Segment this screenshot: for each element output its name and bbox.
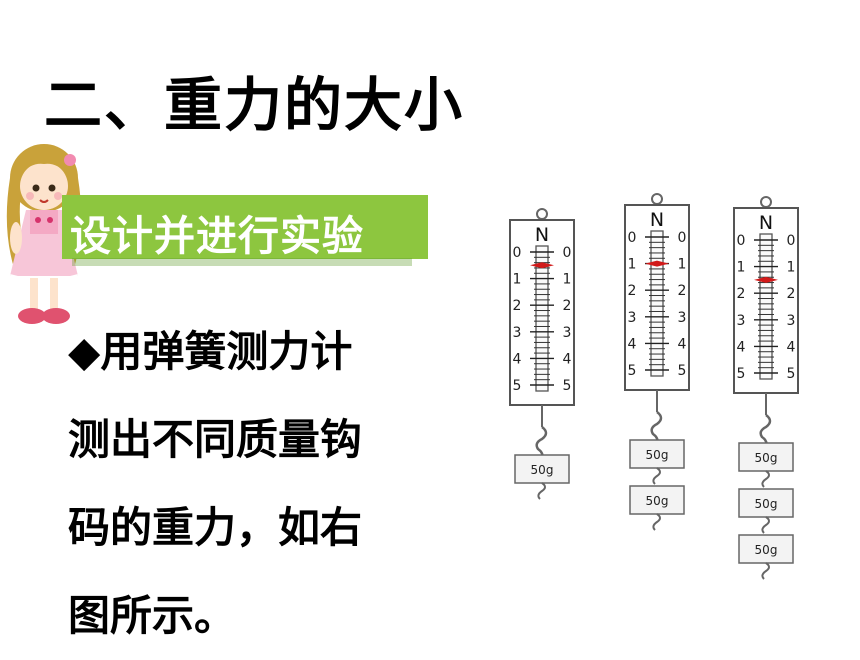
tick-label-left: 3 bbox=[513, 325, 522, 341]
spring-balance-1: N0 0 1 1 2 2 3 3 4 4 5 5 50g bbox=[509, 208, 575, 500]
tick-label-right: 3 bbox=[787, 313, 796, 329]
tick-label-left: 1 bbox=[513, 272, 522, 288]
weight-label: 50g bbox=[646, 494, 669, 508]
tick-label-left: 2 bbox=[737, 286, 746, 302]
weight-block bbox=[514, 454, 570, 484]
weight-hook-icon bbox=[761, 470, 770, 488]
weight-label: 50g bbox=[755, 543, 778, 557]
tick-label-right: 5 bbox=[563, 378, 572, 394]
tick-label-left: 0 bbox=[628, 230, 637, 246]
tick-label-left: 2 bbox=[628, 283, 637, 299]
spring-balance-3: N0 0 1 1 2 2 3 3 4 4 5 5 50g 50g 50g bbox=[733, 196, 799, 580]
weight-block bbox=[629, 439, 685, 469]
tick-label-left: 4 bbox=[737, 339, 746, 355]
tick-label-right: 2 bbox=[563, 298, 572, 314]
hanging-ring bbox=[651, 193, 663, 205]
tick-label-right: 3 bbox=[678, 310, 687, 326]
weight-label: 50g bbox=[755, 497, 778, 511]
tick-label-right: 5 bbox=[787, 366, 796, 382]
tick-label-left: 0 bbox=[737, 233, 746, 249]
tick-label-left: 3 bbox=[628, 310, 637, 326]
unit-label: N bbox=[759, 212, 773, 234]
text-line-1-content: 用弹簧测力计 bbox=[100, 327, 353, 376]
tick-label-right: 5 bbox=[678, 363, 687, 379]
tick-label-right: 4 bbox=[787, 339, 796, 355]
tick-label-right: 1 bbox=[678, 257, 687, 273]
tick-label-left: 4 bbox=[513, 351, 522, 367]
tick-label-left: 5 bbox=[513, 378, 522, 394]
tick-label-left: 3 bbox=[737, 313, 746, 329]
tick-label-right: 0 bbox=[678, 230, 687, 246]
scale-tube bbox=[759, 233, 773, 380]
weight-hook-icon bbox=[537, 482, 546, 500]
tick-label-left: 4 bbox=[628, 336, 637, 352]
tick-label-left: 1 bbox=[628, 257, 637, 273]
tick-label-right: 4 bbox=[678, 336, 687, 352]
tick-label-right: 2 bbox=[678, 283, 687, 299]
tick-label-right: 2 bbox=[787, 286, 796, 302]
weight-hook-icon bbox=[652, 467, 661, 485]
instruction-text: ◆用弹簧测力计 测出不同质量钩 码的重力，如右 图所示。 bbox=[68, 308, 418, 660]
text-line-3: 码的重力，如右 bbox=[68, 503, 363, 552]
spring-balance-2: N0 0 1 1 2 2 3 3 4 4 5 5 50g 50g bbox=[624, 193, 690, 531]
page-title: 二、重力的大小 bbox=[44, 71, 465, 139]
unit-label: N bbox=[535, 224, 549, 246]
hanging-ring bbox=[760, 196, 772, 208]
tick-label-right: 3 bbox=[563, 325, 572, 341]
scale-tube bbox=[535, 245, 549, 392]
hanging-ring bbox=[536, 208, 548, 220]
text-line-1: ◆用弹簧测力计 bbox=[68, 308, 418, 396]
hook-icon bbox=[650, 411, 663, 445]
section-banner: 设计并进行实验 bbox=[70, 212, 364, 260]
tick-label-left: 0 bbox=[513, 245, 522, 261]
cartoon-girl-icon bbox=[6, 144, 82, 324]
unit-label: N bbox=[650, 209, 664, 231]
weight-label: 50g bbox=[755, 451, 778, 465]
tick-label-right: 0 bbox=[787, 233, 796, 249]
weight-label: 50g bbox=[531, 463, 554, 477]
tick-label-left: 1 bbox=[737, 260, 746, 276]
banner-shadow bbox=[72, 258, 412, 266]
hook-icon bbox=[759, 414, 772, 448]
pointer bbox=[754, 276, 778, 283]
tick-label-left: 2 bbox=[513, 298, 522, 314]
tick-label-right: 0 bbox=[563, 245, 572, 261]
tick-label-right: 4 bbox=[563, 351, 572, 367]
tick-label-left: 5 bbox=[737, 366, 746, 382]
text-line-4: 图所示。 bbox=[68, 591, 237, 640]
tick-label-right: 1 bbox=[787, 260, 796, 276]
bullet-icon: ◆ bbox=[68, 327, 101, 376]
text-line-2: 测出不同质量钩 bbox=[68, 415, 363, 464]
weight-block bbox=[738, 442, 794, 472]
weight-label: 50g bbox=[646, 448, 669, 462]
pointer bbox=[530, 262, 554, 269]
weight-hook-icon bbox=[652, 513, 661, 531]
banner-background bbox=[62, 195, 428, 259]
weight-hook-icon bbox=[761, 562, 770, 580]
weight-hook-icon bbox=[761, 516, 770, 534]
tick-label-left: 5 bbox=[628, 363, 637, 379]
pointer bbox=[645, 260, 669, 267]
tick-label-right: 1 bbox=[563, 272, 572, 288]
hook-icon bbox=[535, 426, 548, 460]
scale-tube bbox=[650, 230, 664, 377]
